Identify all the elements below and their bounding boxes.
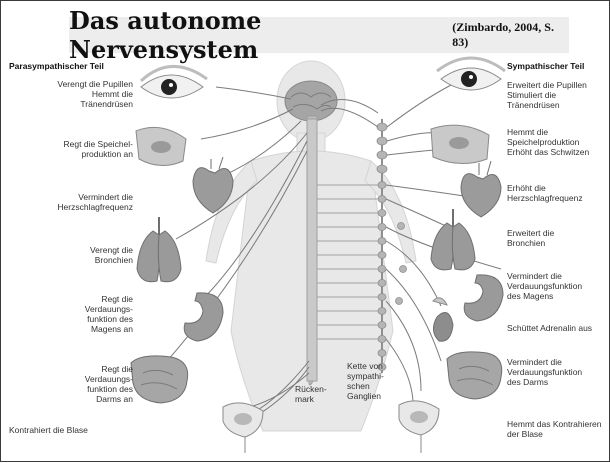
right-label-adrenaline: Schüttet Adrenalin aus bbox=[507, 323, 607, 333]
ganglion-chain-label: Kette von sympathi- schen Ganglien bbox=[347, 361, 384, 401]
right-intestine-icon bbox=[447, 352, 502, 399]
right-eye-icon bbox=[437, 58, 505, 90]
left-stomach-icon bbox=[184, 293, 223, 341]
left-label-heart: Vermindert die Herzschlagfrequenz bbox=[21, 192, 133, 212]
right-label-saliva: Hemmt die Speichelproduktion Erhöht das … bbox=[507, 127, 607, 157]
left-label-bladder: Kontrahiert die Blase bbox=[9, 425, 139, 435]
left-label-intestine: Regt die Verdauungs- funktion des Darms … bbox=[21, 364, 133, 404]
left-intestine-icon bbox=[131, 356, 188, 403]
right-label-stomach: Vermindert die Verdauungsfunktion des Ma… bbox=[507, 271, 607, 301]
right-lungs-icon bbox=[431, 209, 475, 270]
right-label-heart: Erhöht die Herzschlagfrequenz bbox=[507, 183, 607, 203]
left-label-pupils: Verengt die Pupillen Hemmt die Tränendrü… bbox=[21, 79, 133, 109]
left-label-stomach: Regt die Verdauungs- funktion des Magens… bbox=[21, 294, 133, 334]
right-salivary-glands-icon bbox=[431, 125, 489, 163]
right-stomach-icon bbox=[464, 275, 503, 321]
parasympathetic-heading: Parasympathischer Teil bbox=[9, 61, 104, 71]
left-eye-icon bbox=[141, 66, 207, 98]
right-bladder-icon bbox=[399, 401, 439, 453]
right-heart-icon bbox=[461, 161, 501, 217]
left-label-saliva: Regt die Speichel- produktion an bbox=[21, 139, 133, 159]
sympathetic-heading: Sympathischer Teil bbox=[507, 61, 584, 71]
left-lungs-icon bbox=[137, 217, 181, 282]
right-adrenal-kidney-icon bbox=[433, 298, 453, 341]
right-label-bronchi: Erweitert die Bronchien bbox=[507, 228, 607, 248]
left-bladder-icon bbox=[223, 403, 263, 453]
right-label-bladder: Hemmt das Kontrahieren der Blase bbox=[507, 419, 607, 439]
spinal-cord-label: Rücken- mark bbox=[295, 384, 327, 404]
left-label-bronchi: Verengt die Bronchien bbox=[21, 245, 133, 265]
right-label-intestine: Vermindert die Verdauungsfunktion des Da… bbox=[507, 357, 607, 387]
right-label-pupils: Erweitert die Pupillen Stimuliert die Tr… bbox=[507, 80, 607, 110]
left-salivary-glands-icon bbox=[136, 127, 186, 165]
